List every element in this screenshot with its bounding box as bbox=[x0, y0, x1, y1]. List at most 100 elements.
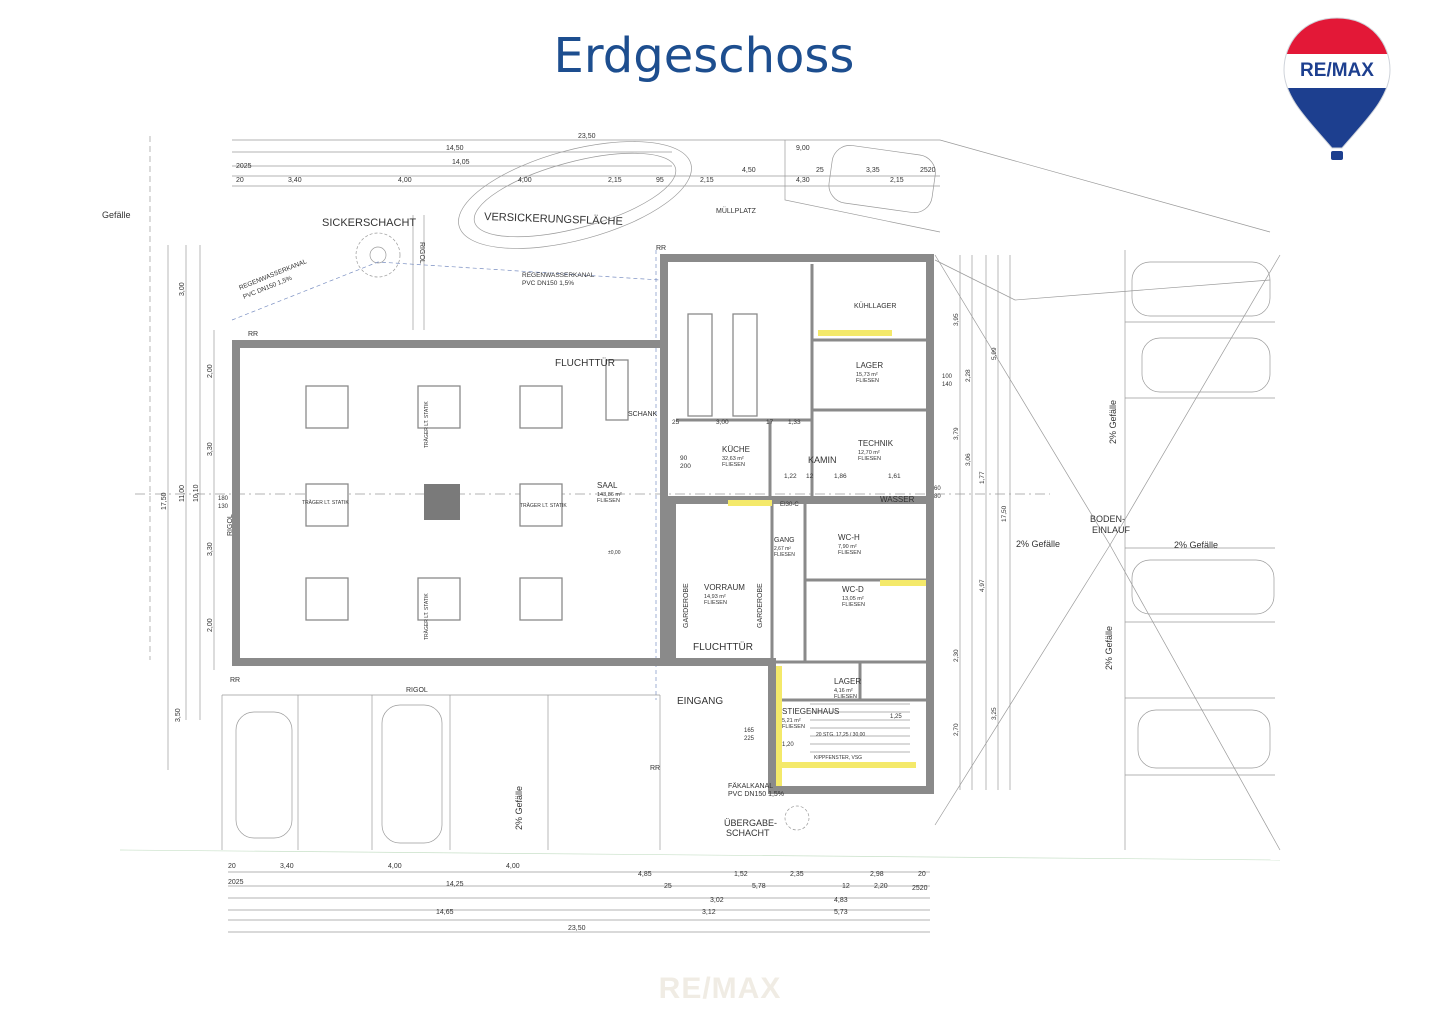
dim-top: 3,35 bbox=[866, 167, 880, 174]
label-rigol-vertical: RIGOL bbox=[418, 242, 425, 264]
dim-left: 2,00 bbox=[207, 364, 214, 378]
dim-top: 14,50 bbox=[446, 145, 464, 152]
room-lager1-area: 15,73 m² bbox=[856, 372, 878, 378]
dim-left: 180 bbox=[218, 496, 229, 502]
dim-bottom: 2,20 bbox=[874, 883, 888, 890]
dim-interior: 25 bbox=[672, 419, 680, 426]
page-title: Erdgeschoss bbox=[553, 28, 855, 84]
dim-bottom: 4,83 bbox=[834, 897, 848, 904]
dim-bottom: 2025 bbox=[228, 879, 244, 886]
label-boden-einlauf-2: EINLAUF bbox=[1092, 525, 1131, 535]
label-gefaelle: Gefälle bbox=[102, 210, 131, 220]
dim-right: 3,06 bbox=[965, 453, 972, 466]
label-gefaelle-west: 2% Gefälle bbox=[1016, 539, 1060, 549]
room-stiegenhaus-floor: FLIESEN bbox=[782, 724, 805, 730]
dim-bottom: 23,50 bbox=[568, 925, 586, 932]
room-lager1-name: LAGER bbox=[856, 361, 883, 370]
dim-left: 17,50 bbox=[161, 492, 168, 510]
room-wcd-name: WC-D bbox=[842, 585, 864, 594]
dim-top: 20 bbox=[236, 177, 244, 184]
room-wch-area: 7,90 m² bbox=[838, 544, 857, 550]
label-boden-einlauf-1: BODEN- bbox=[1090, 514, 1125, 524]
dim-interior: 60 bbox=[934, 486, 941, 492]
dim-interior: 3,00 bbox=[716, 419, 729, 426]
dim-right: 1,77 bbox=[979, 471, 986, 484]
dim-top: 4,00 bbox=[398, 177, 412, 184]
room-saal-name: SAAL bbox=[597, 481, 618, 490]
dim-bottom: 12 bbox=[842, 883, 850, 890]
dim-right: 3,95 bbox=[953, 313, 960, 326]
label-regenwasser-1: REGENWASSERKANAL bbox=[522, 272, 595, 279]
dim-bottom: 25 bbox=[664, 883, 672, 890]
dim-left: 130 bbox=[218, 504, 229, 510]
room-saal-floor: FLIESEN bbox=[597, 498, 620, 504]
dim-right: 3,25 bbox=[991, 707, 998, 720]
label-rr-4: RR bbox=[650, 765, 660, 772]
dim-left: 3,30 bbox=[207, 442, 214, 456]
label-traeger-4: TRÄGER LT. STATIK bbox=[423, 593, 430, 640]
dim-bottom: 2520 bbox=[912, 885, 928, 892]
room-wch-floor: FLIESEN bbox=[838, 550, 861, 556]
dim-bottom: 14,25 bbox=[446, 881, 464, 888]
label-versickerungsflaeche: VERSICKERUNGSFLÄCHE bbox=[484, 211, 623, 228]
dim-right: 3,79 bbox=[953, 427, 960, 440]
dim-bottom: 3,12 bbox=[702, 909, 716, 916]
label-muellplatz: MÜLLPLATZ bbox=[716, 207, 757, 215]
label-rr-3: RR bbox=[230, 677, 240, 684]
dim-top: 3,40 bbox=[288, 177, 302, 184]
room-technik-name: TECHNIK bbox=[858, 439, 894, 448]
dim-bottom: 3,40 bbox=[280, 863, 294, 870]
dim-bottom: 1,52 bbox=[734, 871, 748, 878]
label-schank: SCHANK bbox=[628, 411, 658, 418]
dim-interior: 100 bbox=[942, 374, 953, 380]
dim-right: 4,97 bbox=[979, 579, 986, 592]
dim-interior: 17 bbox=[766, 419, 774, 426]
dim-top: 23,50 bbox=[578, 133, 596, 140]
dim-left: 3,50 bbox=[175, 708, 182, 722]
dim-bottom: 2,35 bbox=[790, 871, 804, 878]
dim-bottom: 3,02 bbox=[710, 897, 724, 904]
label-traeger-2: TRÄGER LT. STATIK bbox=[520, 502, 567, 509]
dim-top: 2,15 bbox=[608, 177, 622, 184]
room-gang-name: GANG bbox=[774, 537, 795, 544]
label-wasser: WASSER bbox=[880, 495, 915, 504]
dim-bottom: 2,98 bbox=[870, 871, 884, 878]
dim-top: 4,00 bbox=[518, 177, 532, 184]
dim-right: 2,30 bbox=[953, 649, 960, 662]
dim-top: 95 bbox=[656, 177, 664, 184]
label-garderobe-1: GARDEROBE bbox=[683, 583, 690, 628]
dim-right: 2,28 bbox=[965, 369, 972, 382]
dim-interior: 1,25 bbox=[890, 714, 902, 720]
label-sickerschacht: SICKERSCHACHT bbox=[322, 217, 416, 229]
label-fluchttuer-north: FLUCHTTÜR bbox=[555, 357, 615, 369]
dim-interior: 80 bbox=[934, 494, 941, 500]
dim-top: 25 bbox=[816, 167, 824, 174]
dim-top: 2,15 bbox=[700, 177, 714, 184]
label-garderobe-2: GARDEROBE bbox=[757, 583, 764, 628]
room-gang-area: 2,67 m² bbox=[774, 546, 791, 552]
dim-top: 2025 bbox=[236, 163, 252, 170]
dim-interior: 1,22 bbox=[784, 473, 797, 480]
dim-bottom: 5,78 bbox=[752, 883, 766, 890]
dim-left: 11,00 bbox=[179, 485, 186, 502]
dim-interior: 165 bbox=[744, 728, 755, 734]
dim-bottom: 5,73 bbox=[834, 909, 848, 916]
logo-text: RE/MAX bbox=[1300, 60, 1374, 81]
dim-top: 14,05 bbox=[452, 159, 470, 166]
room-saal-area: 143,86 m² bbox=[597, 492, 622, 498]
dim-top: 9,00 bbox=[796, 145, 810, 152]
label-eingang: EINGANG bbox=[677, 696, 723, 707]
label-faekal-1: FÄKALKANAL bbox=[728, 782, 773, 790]
dim-bottom: 4,00 bbox=[388, 863, 402, 870]
label-regenwasser-2: PVC DN150 1,5% bbox=[522, 280, 574, 287]
dim-right: 17,50 bbox=[1001, 505, 1008, 522]
dim-interior: 1,86 bbox=[834, 473, 847, 480]
label-kuehllager: KÜHLLAGER bbox=[854, 302, 896, 310]
room-stiegenhaus-name: STIEGENHAUS bbox=[782, 707, 839, 716]
dim-interior: 200 bbox=[680, 463, 691, 470]
room-vorraum-name: VORRAUM bbox=[704, 583, 745, 592]
column-pillar bbox=[424, 484, 460, 520]
label-traeger-1: TRÄGER LT. STATIK bbox=[302, 499, 349, 506]
room-lager2-area: 4,16 m² bbox=[834, 688, 853, 694]
label-kippfenster: KIPPFENSTER, VSG bbox=[814, 755, 862, 761]
